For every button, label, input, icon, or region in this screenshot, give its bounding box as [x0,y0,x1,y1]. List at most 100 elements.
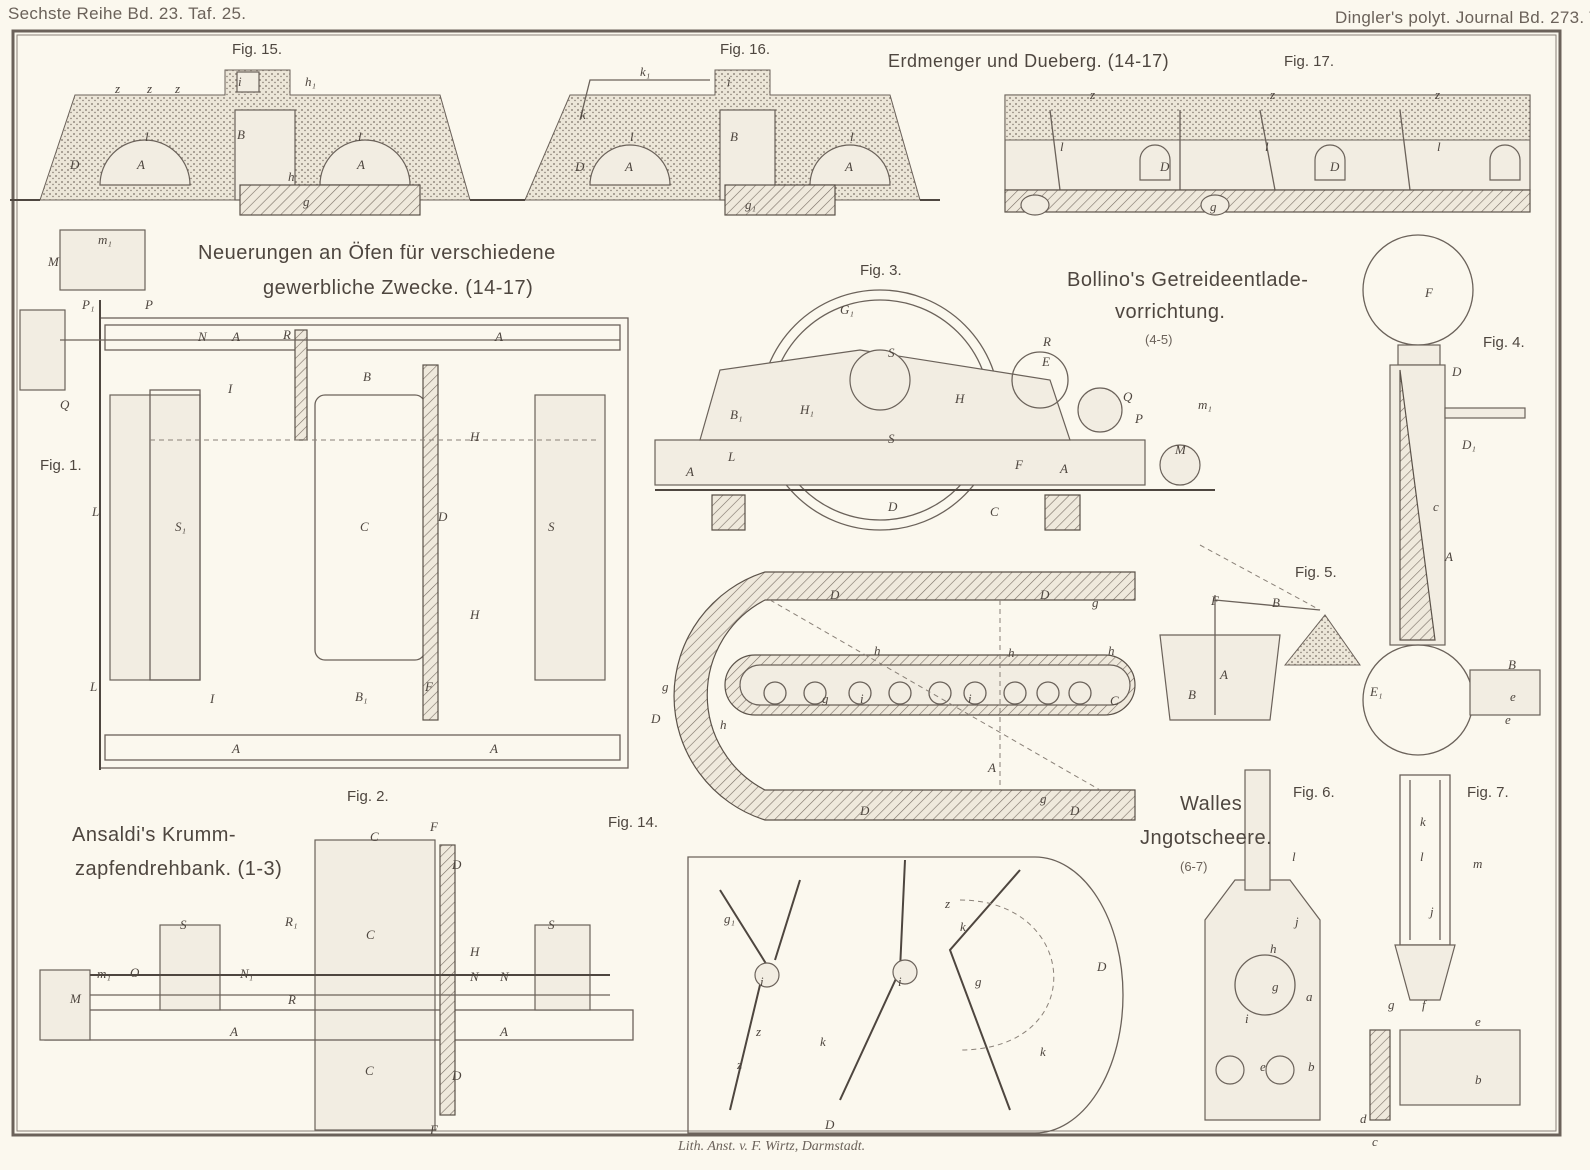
letter-callout: B [1272,595,1280,610]
letter-callout: M [70,991,81,1006]
letter-callout: C [360,519,369,534]
letter-callout: B₁ [355,689,368,704]
letter-callout: i [898,974,902,989]
letter-callout: D [888,499,898,514]
letter-callout: S [548,917,555,932]
fig16-furnace-section [500,69,940,216]
letter-callout: B [1188,687,1196,702]
plate-frame [11,29,1562,1137]
fig4-label: Fig. 4. [1483,334,1525,351]
letter-callout: k₁ [640,64,651,79]
letter-callout: g [1388,997,1395,1012]
letter-callout: l [1420,849,1424,864]
letter-callout: z [175,81,181,96]
letter-callout: L [728,449,736,464]
letter-callout: O [130,965,140,980]
letter-callout: l [1060,139,1064,154]
fig14-label: Fig. 14. [608,814,659,831]
letter-callout: g [975,974,982,989]
letter-callout: F [425,679,433,694]
letter-callout: D [1040,587,1050,602]
letter-callout: h [720,717,727,732]
letter-callout: i [860,691,864,706]
fig2-lathe-side [39,839,634,1131]
fig15-furnace-section [10,69,500,216]
title-ansaldi-line2: zapfendrehbank. (1-3) [75,858,283,880]
letter-callout: z [1435,87,1441,102]
letter-callout: N₁ [240,966,254,981]
letter-callout: g [662,679,669,694]
letter-callout: A [1445,549,1453,564]
fig3-label: Fig. 3. [860,262,902,279]
letter-callout: A [357,157,365,172]
letter-callout: B₁ [730,407,743,422]
letter-callout: l [850,129,854,144]
plate-header-right: Dingler's polyt. Journal Bd. 273. Taf. 2… [1335,8,1590,27]
letter-callout: l [358,129,362,144]
letter-callout: h [874,643,881,658]
letter-callout: M [1175,442,1186,457]
letter-callout: i [968,691,972,706]
letter-callout: S [888,345,895,360]
letter-callout: m₁ [98,232,112,247]
letter-callout: l [145,129,149,144]
fig15-label: Fig. 15. [232,41,283,58]
letter-callout: P [145,297,153,312]
letter-callout: A [232,329,240,344]
letter-callout: B [363,369,371,384]
letter-callout: i [727,74,731,89]
letter-callout: F [1015,457,1023,472]
title-bollino-line3: (4-5) [1145,332,1173,347]
letter-callout: Q [1123,389,1133,404]
letter-callout: P₁ [82,297,95,312]
letter-callout: g [1092,595,1099,610]
letter-callout: D [1160,159,1170,174]
letter-callout: g₁ [745,197,757,212]
letter-callout: Q [60,397,70,412]
fig17-furnace-section [1004,94,1531,216]
letter-callout: z [115,81,121,96]
letter-callout: S₁ [175,519,187,534]
letter-callout: g [1040,791,1047,806]
letter-callout: l [630,129,634,144]
letter-callout: C [366,927,375,942]
letter-callout: b [1475,1072,1482,1087]
letter-callout: d [1360,1111,1367,1126]
letter-callout: D₁ [1462,437,1476,452]
letter-callout: I [228,381,233,396]
letter-callout: g [822,691,829,706]
letter-callout: z [147,81,153,96]
fig5-label: Fig. 5. [1295,564,1337,581]
letter-callout: e [1510,689,1516,704]
letter-callout: H [470,607,480,622]
letter-callout: L [90,679,98,694]
letter-callout: R₁ [285,914,298,929]
letter-callout: N [500,969,509,984]
title-oefen-line1: Neuerungen an Öfen für verschiedene [198,242,556,264]
letter-callout: S [180,917,187,932]
lithographer-credit: Lith. Anst. v. F. Wirtz, Darmstadt. [678,1139,866,1154]
fig6-label: Fig. 6. [1293,784,1335,801]
letter-callout: e [1505,712,1511,727]
letter-callout: A [1220,667,1228,682]
plate-header-left: Sechste Reihe Bd. 23. Taf. 25. [8,4,247,23]
letter-callout: A [845,159,853,174]
fig1-lathe-plan [19,229,629,770]
letter-callout: e [1260,1059,1266,1074]
letter-callout: A [137,157,145,172]
letter-callout: N [470,969,479,984]
letter-callout: a [1306,989,1313,1004]
fig4-grain-elevator [1362,234,1541,756]
letter-callout: B [1508,657,1516,672]
title-erdmenger: Erdmenger und Dueberg. (14-17) [888,51,1170,71]
letter-callout: D [1070,803,1080,818]
letter-callout: e [1475,1014,1481,1029]
letter-callout: i [760,974,764,989]
letter-callout: k [960,919,966,934]
letter-callout: m₁ [1198,397,1212,412]
letter-callout: l [1292,849,1296,864]
letter-callout: z [756,1024,762,1039]
letter-callout: M [48,254,59,269]
letter-callout: k [1420,814,1426,829]
